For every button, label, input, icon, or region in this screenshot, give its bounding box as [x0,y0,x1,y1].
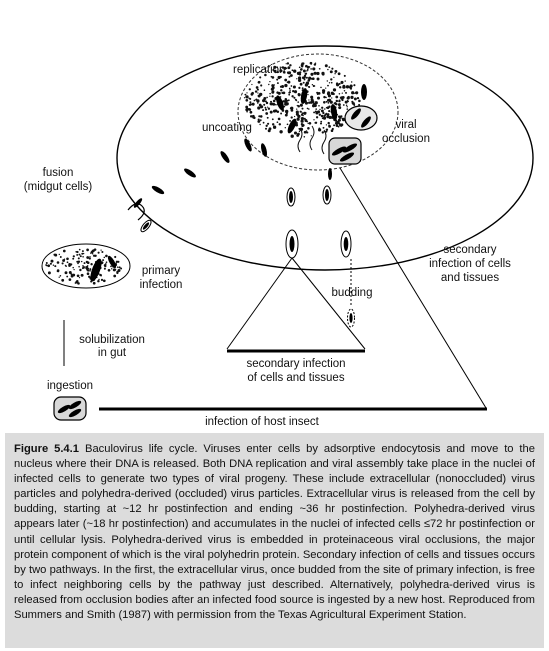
caption-text: Baculovirus life cycle. Viruses enter ce… [14,443,535,622]
baculovirus-life-cycle-diagram: replication uncoating viral occlusion fu… [24,45,534,428]
figure-number: Figure 5.4.1 [14,443,79,455]
label-secondary-bottom-2: of cells and tissues [247,372,344,384]
label-secondary-bottom: secondary infection [246,358,345,370]
uncoating-virions [140,138,268,233]
label-ingestion: ingestion [47,380,93,392]
label-fusion-2: (midgut cells) [24,181,93,193]
nucleocapsid-rods [276,84,367,134]
occlusion-bodies [328,105,378,165]
infected-cell-outline [116,45,534,271]
label-replication: replication [233,64,285,76]
pathway-lines [63,167,487,411]
label-viral-occlusion-2: occlusion [382,133,430,145]
primary-infection-cell [41,243,131,289]
label-secondary-right: secondary [443,244,496,256]
nucleus-outline [237,53,399,171]
label-primary-infection-2: infection [140,279,183,291]
label-solubilization-2: in gut [98,347,127,359]
label-budding: budding [332,287,373,299]
label-solubilization: solubilization [79,334,145,346]
replication-dna-dots [243,61,361,138]
fusion-entry [127,203,145,221]
label-fusion: fusion [43,167,74,179]
label-viral-occlusion: viral [395,119,416,131]
label-secondary-right-2: infection of cells [429,258,511,270]
label-host-insect: infection of host insect [205,416,320,428]
label-primary-infection: primary [142,265,181,277]
budding-virions [285,168,355,328]
dna-strands [297,125,327,155]
ingested-occlusion-body [53,396,87,421]
label-secondary-right-3: and tissues [441,272,499,284]
label-uncoating: uncoating [202,122,252,134]
